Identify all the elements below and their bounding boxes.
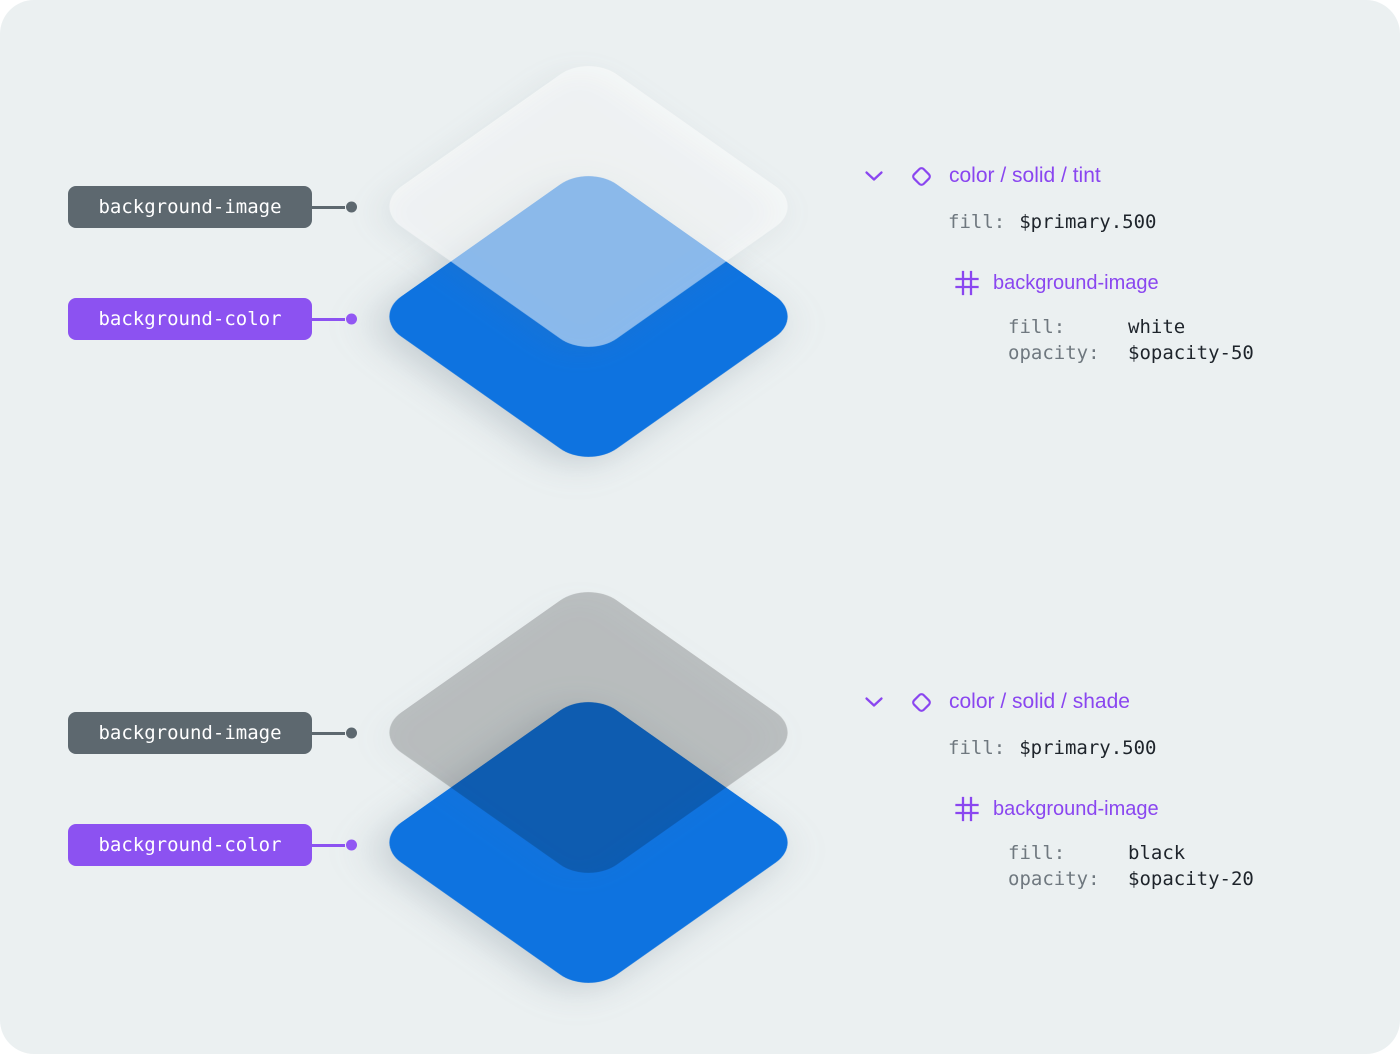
component-fill-property: fill: $primary.500 (948, 735, 1156, 761)
background-image-label-text: background-image (98, 722, 282, 744)
fill-key: fill: (948, 211, 1006, 233)
connector-dot (346, 201, 357, 213)
background-color-label: background-color (68, 298, 312, 340)
chevron-down-icon[interactable] (862, 164, 886, 188)
layer-header: background-image (955, 795, 1159, 823)
component-name: color / solid / shade (949, 690, 1130, 713)
shade-section: background-image background-color (0, 526, 1400, 1054)
layer-header: background-image (955, 269, 1159, 297)
component-name: color / solid / tint (949, 164, 1101, 187)
background-color-connector (311, 839, 357, 851)
component-fill-property: fill: $primary.500 (948, 209, 1156, 235)
layer-name: background-image (993, 271, 1159, 294)
component-header: color / solid / shade (862, 689, 1130, 715)
background-image-label: background-image (68, 186, 312, 228)
prop-value: black (1128, 842, 1186, 864)
background-color-connector (311, 313, 357, 325)
component-diamond-icon (908, 689, 935, 716)
background-image-connector (311, 201, 357, 213)
prop-key: opacity: (1008, 868, 1100, 890)
prop-key: fill: (1008, 316, 1066, 338)
background-image-label-text: background-image (98, 196, 282, 218)
component-header: color / solid / tint (862, 163, 1101, 189)
prop-value: white (1128, 316, 1186, 338)
frame-grid-icon (955, 795, 979, 823)
fill-value: $primary.500 (1019, 737, 1157, 759)
prop-value: $opacity-20 (1128, 868, 1254, 890)
prop-key: fill: (1008, 842, 1066, 864)
layer-properties: fill: white opacity: $opacity-50 (1008, 314, 1254, 366)
frame-grid-icon (955, 269, 979, 297)
connector-dot (346, 839, 357, 851)
background-color-label-text: background-color (98, 834, 282, 856)
background-image-label: background-image (68, 712, 312, 754)
prop-key: opacity: (1008, 342, 1100, 364)
background-color-label: background-color (68, 824, 312, 866)
chevron-down-icon[interactable] (862, 690, 886, 714)
connector-dot (346, 313, 357, 325)
connector-dot (346, 727, 357, 739)
layer-name: background-image (993, 797, 1159, 820)
fill-value: $primary.500 (1019, 211, 1157, 233)
background-color-label-text: background-color (98, 308, 282, 330)
prop-value: $opacity-50 (1128, 342, 1254, 364)
component-diamond-icon (908, 163, 935, 190)
fill-key: fill: (948, 737, 1006, 759)
layer-properties: fill: black opacity: $opacity-20 (1008, 840, 1254, 892)
background-image-connector (311, 727, 357, 739)
